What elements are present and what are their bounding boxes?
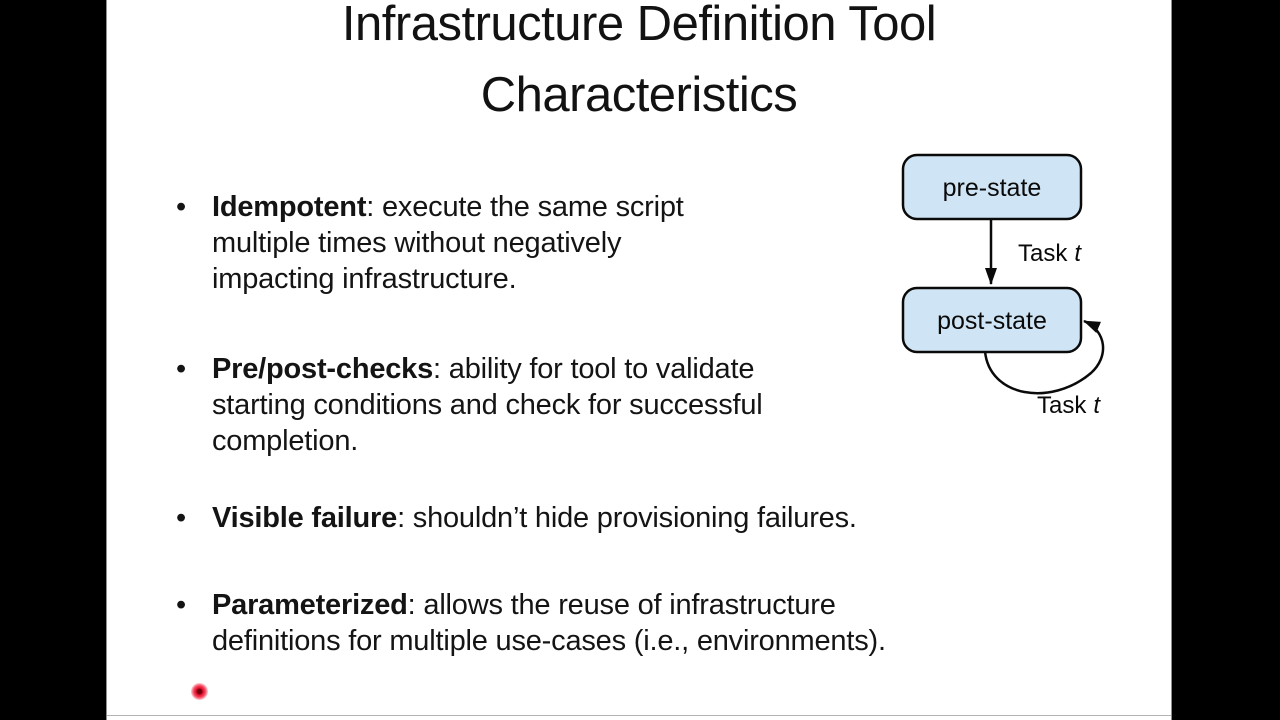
bullet-marker: • xyxy=(176,353,187,385)
laser-pointer-dot xyxy=(191,683,208,700)
bullet-line: Pre/post-checks: ability for tool to val… xyxy=(212,353,755,385)
post-state-label: post-state xyxy=(937,307,1047,335)
bullet-marker: • xyxy=(176,191,187,223)
letterbox-right-bar xyxy=(1172,0,1280,720)
letterbox-left-bar xyxy=(0,0,106,720)
bullet-visible-failure: • Visible failure: shouldn’t hide provis… xyxy=(176,500,857,536)
bullet-line: Idempotent: execute the same script xyxy=(212,191,684,223)
pre-state-box xyxy=(901,153,1083,221)
bullet-idempotent: • Idempotent: execute the same script mu… xyxy=(176,189,684,297)
bullet-marker: • xyxy=(176,502,187,534)
self-loop-arrow xyxy=(983,319,1105,395)
bullet-line: multiple times without negatively xyxy=(212,227,622,259)
presentation-slide: Infrastructure Definition Tool Character… xyxy=(106,0,1172,720)
bullet-line: impacting infrastructure. xyxy=(212,263,517,295)
bullet-pre-post-checks: • Pre/post-checks: ability for tool to v… xyxy=(176,351,763,459)
pre-state-label: pre-state xyxy=(943,174,1042,202)
slide-title-line2: Characteristics xyxy=(480,68,798,122)
slide-title-line1: Infrastructure Definition Tool xyxy=(341,0,937,51)
bullet-parameterized: • Parameterized: allows the reuse of inf… xyxy=(176,587,886,659)
bullet-line: Visible failure: shouldn’t hide provisio… xyxy=(212,502,857,534)
post-state-box xyxy=(901,286,1083,354)
slide-bottom-divider xyxy=(107,715,1171,716)
bullet-line: starting conditions and check for succes… xyxy=(212,389,763,421)
slide-title: Infrastructure Definition Tool Character… xyxy=(107,0,1171,131)
bullet-line: Parameterized: allows the reuse of infra… xyxy=(212,589,836,621)
bullet-line: completion. xyxy=(212,425,359,457)
bullet-line: definitions for multiple use-cases (i.e.… xyxy=(212,625,886,657)
bullet-marker: • xyxy=(176,589,187,621)
